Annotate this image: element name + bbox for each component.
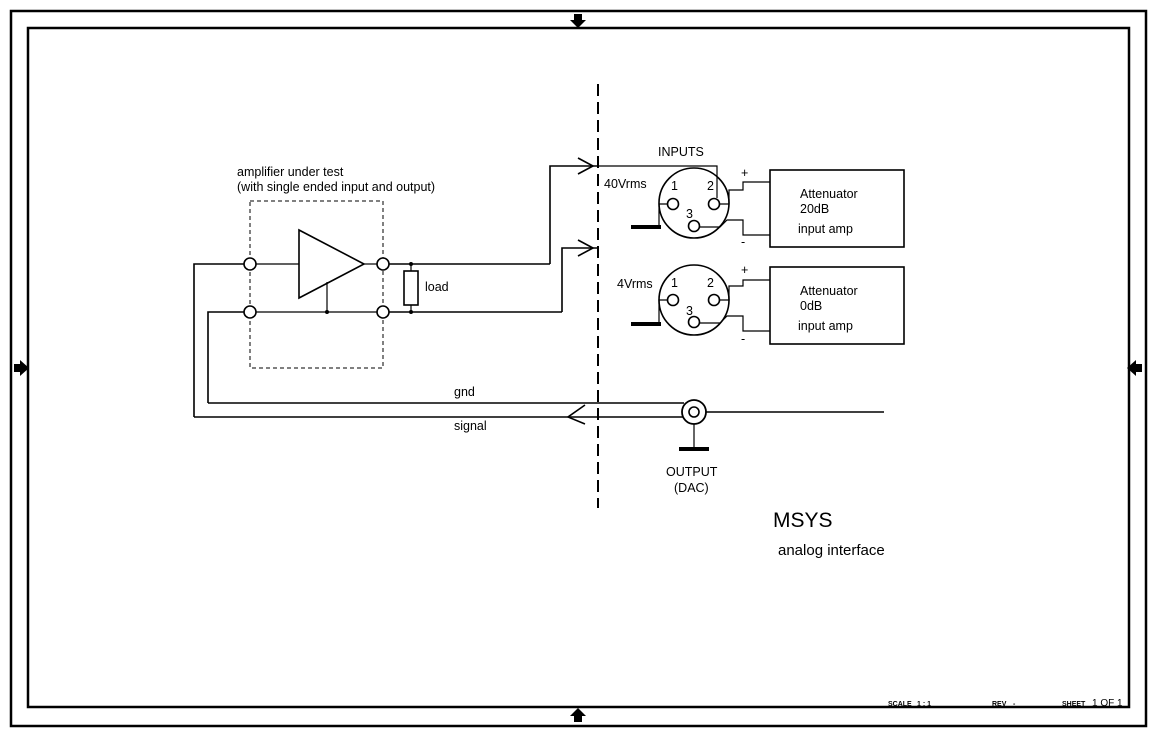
- xlr-2-ground-symbol: [631, 322, 661, 326]
- output-label-1: OUTPUT: [666, 465, 718, 479]
- xlr-1-pin-3-label: 3: [686, 207, 693, 221]
- dut-title-line2: (with single ended input and output): [237, 180, 435, 194]
- scale-label: SCALE: [888, 701, 912, 708]
- dut-input-ground-terminal: [243, 305, 257, 319]
- centering-mark-top: [570, 14, 586, 28]
- attenuator-20db-label-3: input amp: [798, 222, 853, 236]
- attenuator-0db-label-2: 0dB: [800, 299, 822, 313]
- input-2-level: 4Vrms: [617, 277, 653, 291]
- outer-frame: [9, 9, 1148, 728]
- att-2-plus-label: +: [741, 263, 748, 277]
- xlr-2-pin-3: [687, 315, 701, 329]
- sheet-label: SHEET: [1062, 701, 1086, 708]
- xlr-1-pin-3: [687, 219, 701, 233]
- output-ground-symbol: [679, 447, 709, 451]
- rev-value: -: [1013, 701, 1016, 708]
- dut-output-ground-terminal: [376, 305, 390, 319]
- xlr-2-pin-2: [707, 293, 721, 307]
- load-resistor: [403, 270, 419, 306]
- att-2-minus-wire: [700, 315, 770, 332]
- signal-label: signal: [454, 419, 487, 433]
- rev-label: REV: [992, 701, 1007, 708]
- attenuator-20db-label-1: Attenuator: [800, 187, 858, 201]
- attenuator-20db-label-2: 20dB: [800, 202, 829, 216]
- gnd-label: gnd: [454, 385, 475, 399]
- gnd-return-wire: [207, 311, 244, 403]
- ground-arrow: [577, 239, 595, 257]
- inputs-label: INPUTS: [658, 145, 704, 159]
- drawing-title: MSYS: [773, 509, 833, 532]
- att-2-minus-label: -: [741, 332, 745, 346]
- xlr-2-pin-2-label: 2: [707, 276, 714, 290]
- xlr-2-body: [658, 264, 730, 336]
- xlr-2-pin-1-label: 1: [671, 276, 678, 290]
- output-label-2: (DAC): [674, 481, 709, 495]
- output-coax-center: [688, 406, 700, 418]
- xlr-1-signal-wire: [598, 165, 718, 198]
- attenuator-0db-label-1: Attenuator: [800, 284, 858, 298]
- dut-title-line1: amplifier under test: [237, 165, 344, 179]
- attenuator-20db-box: [769, 169, 905, 248]
- scale-value: 1 : 1: [917, 701, 931, 708]
- output-coax-connector: [681, 399, 707, 425]
- xlr-1-ground-lead: [658, 203, 668, 226]
- dut-dashed-box: [249, 200, 384, 369]
- signal-arrow: [577, 157, 595, 175]
- drawing-subtitle: analog interface: [778, 542, 885, 559]
- dut-input-signal-terminal: [243, 257, 257, 271]
- inner-frame: [26, 26, 1131, 709]
- xlr-1-ground-symbol: [631, 225, 661, 229]
- xlr-1-pin-2: [707, 197, 721, 211]
- xlr-input-2: [658, 264, 730, 336]
- att-1-minus-label: -: [741, 235, 745, 249]
- att-2-plus-wire: [719, 279, 770, 301]
- centering-mark-right: [1127, 360, 1142, 376]
- centering-mark-left: [14, 360, 29, 376]
- xlr-2-pin-1: [666, 293, 680, 307]
- signal-return-arrow: [566, 404, 586, 425]
- xlr-2-ground-lead: [658, 299, 668, 323]
- att-1-minus-wire: [700, 219, 770, 236]
- dut-output-signal-terminal: [376, 257, 390, 271]
- xlr-1-pin-2-label: 2: [707, 179, 714, 193]
- att-1-plus-label: +: [741, 166, 748, 180]
- amplifier-symbol: [298, 228, 366, 300]
- xlr-1-pin-1-label: 1: [671, 179, 678, 193]
- signal-return-wire: [193, 263, 244, 417]
- signal-wire-to-inputs: [549, 165, 598, 264]
- load-label: load: [425, 280, 449, 294]
- input-1-level: 40Vrms: [604, 177, 647, 191]
- att-1-plus-wire: [719, 181, 770, 205]
- ground-wire-to-inputs: [561, 247, 598, 312]
- xlr-2-pin-3-label: 3: [686, 304, 693, 318]
- sheet-value: 1 OF 1: [1092, 698, 1123, 709]
- attenuator-0db-box: [769, 266, 905, 345]
- xlr-1-pin-1: [666, 197, 680, 211]
- centering-mark-bottom: [570, 708, 586, 722]
- attenuator-0db-label-3: input amp: [798, 319, 853, 333]
